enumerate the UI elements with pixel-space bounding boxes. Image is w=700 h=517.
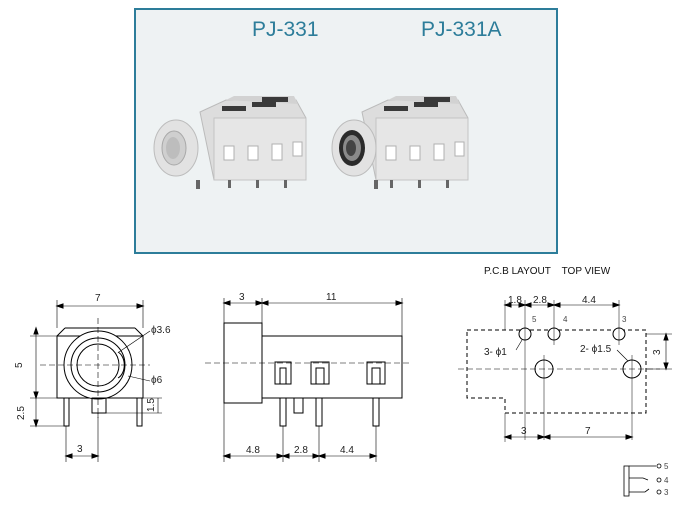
hole-label-5: 5: [532, 315, 537, 324]
pcb-bottom-dim-2: 7: [585, 426, 591, 437]
pin-length-dim: 1.5: [146, 398, 157, 412]
jack-render-pj331: [153, 96, 307, 189]
schematic-pin-5: 5: [664, 462, 669, 471]
nose-length-dim: 3: [239, 292, 245, 303]
model-title-pj331: PJ-331: [252, 18, 319, 41]
large-holes-callout: 2- ϕ1.5: [580, 344, 612, 355]
front-view: [30, 300, 162, 462]
pcb-top-dim-1: 1.8: [508, 295, 522, 306]
pcb-layout-heading: P.C.B LAYOUT TOP VIEW: [484, 266, 611, 277]
inner-diameter-dim: ϕ3.6: [151, 325, 171, 336]
pin-pitch-1-dim: 4.8: [246, 445, 260, 456]
pin-pitch-3-dim: 4.4: [340, 445, 354, 456]
hole-label-3: 3: [622, 315, 627, 324]
schematic-pin-4: 4: [664, 476, 669, 485]
small-holes-callout: 3- ϕ1: [484, 347, 507, 358]
body-length-dim: 11: [326, 292, 337, 303]
pin-pitch-2-dim: 2.8: [294, 445, 308, 456]
pcb-height-dim: 3: [652, 349, 663, 355]
schematic-pin-3: 3: [664, 488, 669, 497]
pcb-bottom-dim-1: 3: [521, 426, 527, 437]
pin-height-dim: 2.5: [16, 406, 27, 420]
side-view: [205, 298, 412, 462]
front-width-dim: 7: [95, 293, 101, 304]
front-height-dim: 5: [14, 362, 25, 368]
pin-offset-dim: 3: [77, 444, 83, 455]
jack-render-pj331a: [331, 96, 469, 189]
pcb-top-dim-3: 4.4: [582, 295, 596, 306]
model-title-pj331a: PJ-331A: [421, 18, 502, 41]
hole-label-4: 4: [563, 315, 568, 324]
outer-diameter-dim: ϕ6: [151, 375, 163, 386]
pcb-layout: [458, 300, 672, 442]
pcb-top-dim-2: 2.8: [533, 295, 547, 306]
pin-schematic: [623, 463, 662, 497]
